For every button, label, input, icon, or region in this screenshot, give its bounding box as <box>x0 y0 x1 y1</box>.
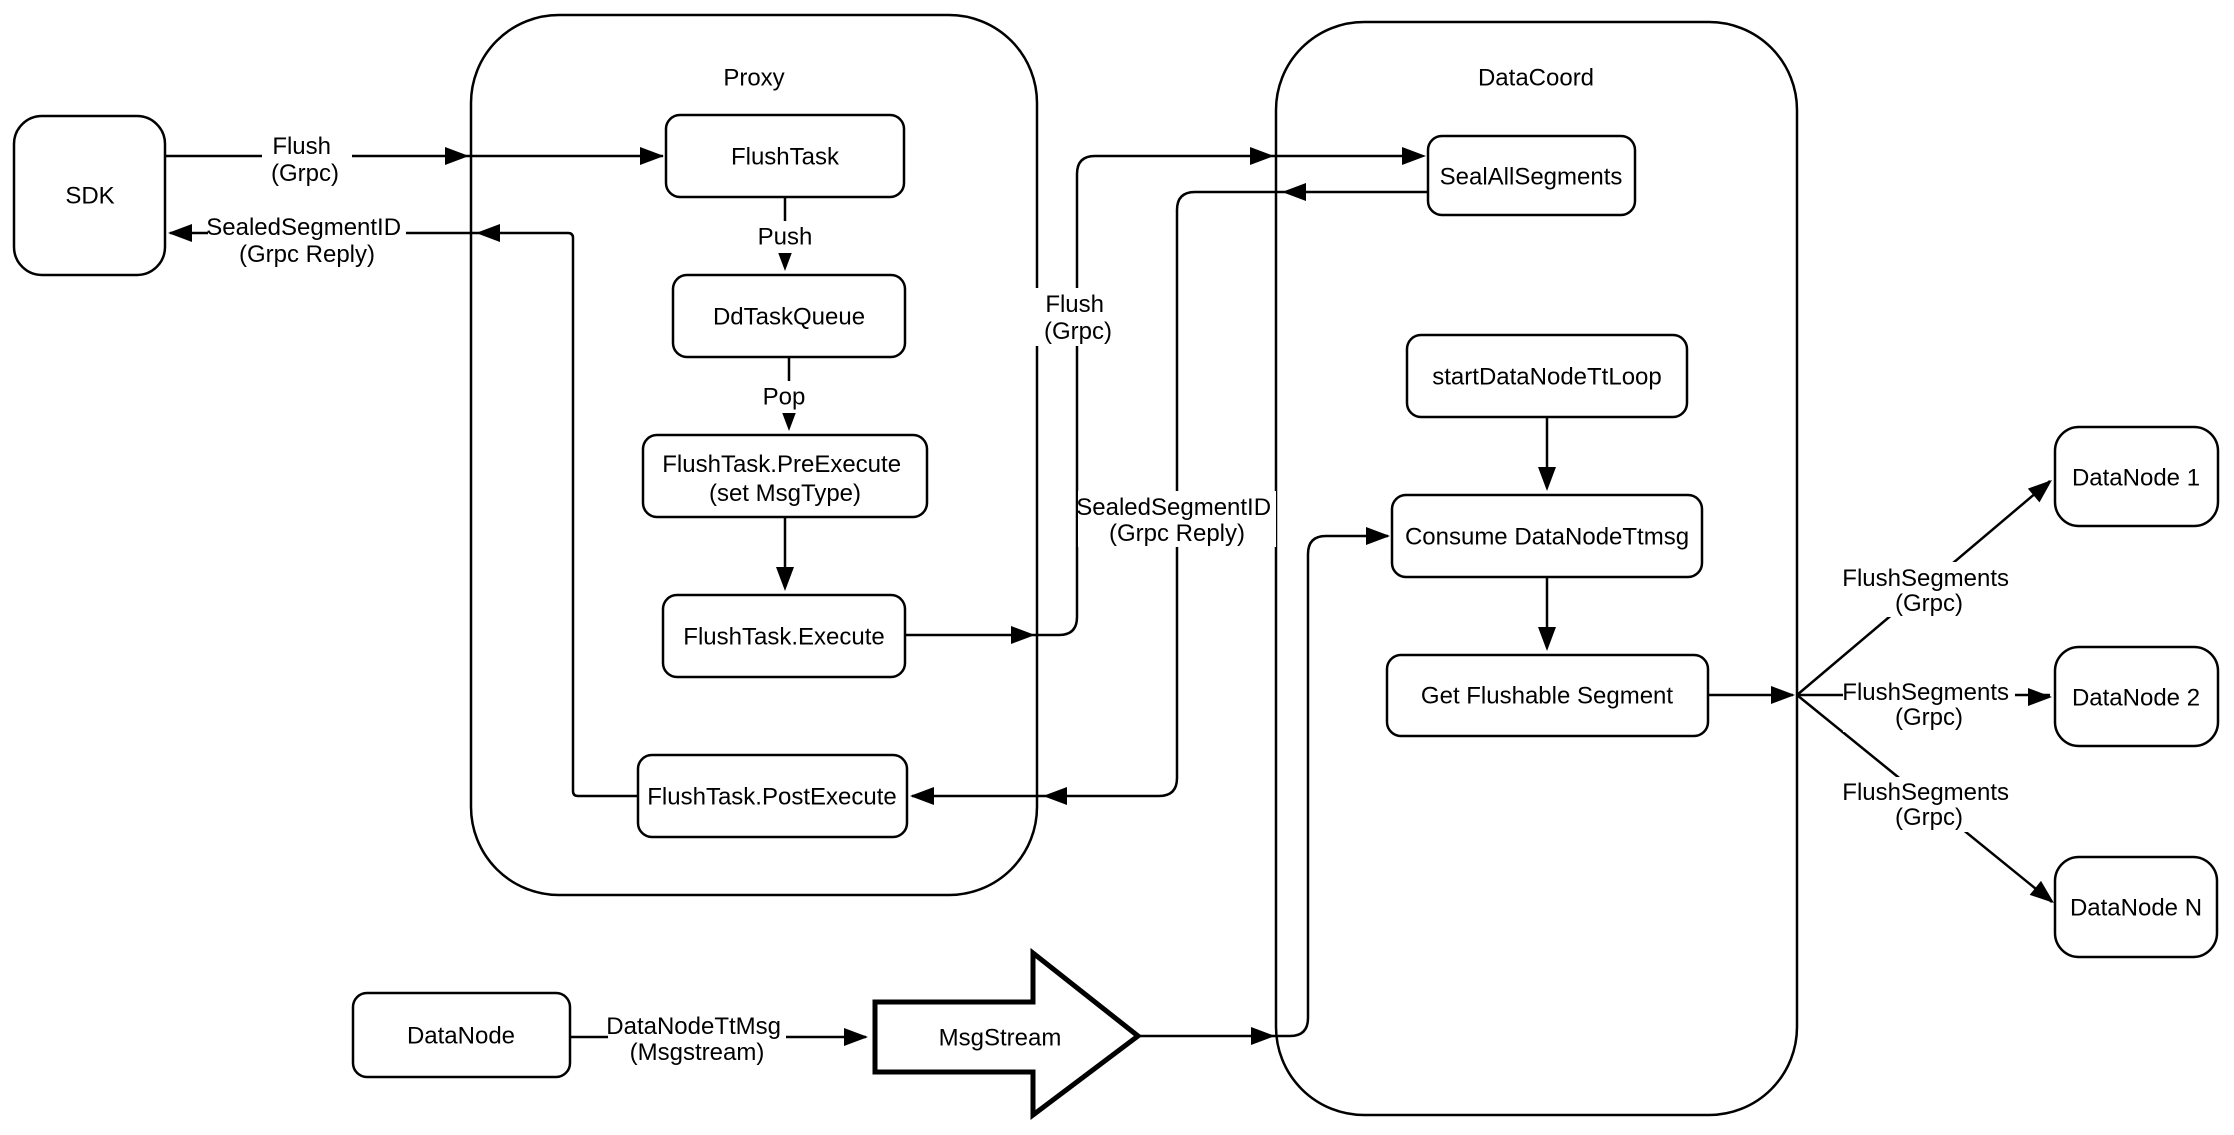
node-start-datanode-tt-loop: startDataNodeTtLoop <box>1405 333 1689 419</box>
arrowhead-icon <box>1250 147 1274 165</box>
arrowhead-icon <box>1282 183 1306 201</box>
edge-label-flush-grpc-sdk: Flush (Grpc) <box>271 133 339 187</box>
datanode-n-box <box>2053 855 2219 959</box>
node-consume-datanode-ttmsg: Consume DataNodeTtmsg <box>1390 493 1704 579</box>
arrowhead-icon <box>2029 880 2054 903</box>
edge-label-sealed-segment-id-sdk: SealedSegmentID (Grpc Reply) <box>206 214 407 268</box>
label-bg <box>1843 562 2015 617</box>
arrowhead-icon <box>1402 147 1426 165</box>
arrowhead-icon <box>1251 1027 1275 1045</box>
proxy-container-title: Proxy <box>723 65 784 92</box>
datacoord-container-title: DataCoord <box>1478 65 1594 92</box>
msgstream-label: MsgStream <box>939 1025 1062 1052</box>
datanode-label: DataNode <box>407 1023 515 1050</box>
arrowhead-icon <box>640 147 664 165</box>
node-datanode-1: DataNode 1 <box>2053 425 2220 528</box>
flush-task-pre-execute-label: FlushTask.PreExecute (set MsgType) <box>662 451 907 507</box>
seal-all-segments-label: SealAllSegments <box>1440 164 1623 191</box>
datanode-1-label: DataNode 1 <box>2072 465 2200 492</box>
label-bg <box>1078 491 1276 547</box>
node-flush-task-pre-execute: FlushTask.PreExecute (set MsgType) <box>641 433 929 519</box>
consume-datanode-ttmsg-label: Consume DataNodeTtmsg <box>1405 524 1689 551</box>
node-flush-task-post-execute: FlushTask.PostExecute <box>636 753 909 839</box>
arrowhead-icon <box>476 224 500 242</box>
node-sdk: SDK <box>12 114 167 277</box>
node-flush-task: FlushTask <box>664 113 906 199</box>
arrowhead-icon <box>844 1028 868 1046</box>
edge-label-flush-segments-3: FlushSegments (Grpc) <box>1842 779 2015 831</box>
sdk-label: SDK <box>65 183 114 210</box>
node-datanode-n: DataNode N <box>2053 855 2219 959</box>
get-flushable-segment-label: Get Flushable Segment <box>1421 683 1673 710</box>
edge-execute-to-sealallsegments <box>905 154 1422 637</box>
edge-label-flush-segments-2: FlushSegments (Grpc) <box>1842 679 2015 731</box>
edge-postexecute-to-sdk <box>170 231 638 798</box>
node-msgstream: MsgStream <box>872 947 1143 1121</box>
label-bg <box>758 381 812 413</box>
edge-label-sealed-segment-id-mid: SealedSegmentID (Grpc Reply) <box>1076 494 1277 547</box>
label-bg <box>262 130 352 187</box>
msgstream-block-arrow <box>872 947 1143 1121</box>
datanode-box <box>351 991 572 1079</box>
edge-label-push: Push <box>758 224 813 251</box>
arrowhead-icon <box>1771 686 1795 704</box>
edge-label-datanode-tt-msg: DataNodeTtMsg (Msgstream) <box>606 1013 787 1066</box>
flush-task-execute-label: FlushTask.Execute <box>683 624 884 651</box>
label-bg <box>608 1011 786 1066</box>
edge-label-pop: Pop <box>763 384 806 411</box>
arrowhead-icon <box>1043 787 1067 805</box>
node-get-flushable-segment: Get Flushable Segment <box>1385 653 1710 738</box>
datanode-1-box <box>2053 425 2220 528</box>
datanode-n-label: DataNode N <box>2070 895 2202 922</box>
arrowhead-icon <box>1011 626 1035 644</box>
edge-msgstream-to-consume <box>1138 534 1388 1038</box>
label-bg <box>1843 777 2015 832</box>
datanode-2-label: DataNode 2 <box>2072 685 2200 712</box>
edge-label-flush-grpc-mid: Flush (Grpc) <box>1044 291 1112 345</box>
datanode-2-box <box>2053 645 2220 748</box>
label-bg <box>751 221 819 253</box>
arrowhead-icon <box>1538 627 1556 651</box>
arrowhead-icon <box>776 567 794 591</box>
arrowhead-icon <box>168 224 192 242</box>
seal-all-segments-box <box>1426 134 1637 217</box>
flush-task-label: FlushTask <box>731 144 840 171</box>
arrowheads <box>168 147 2054 1046</box>
arrowhead-icon <box>2028 688 2052 706</box>
arrowhead-icon <box>445 147 469 165</box>
arrowhead-icon <box>2027 480 2052 503</box>
label-bg <box>208 211 406 268</box>
sdk-box <box>12 114 167 277</box>
flush-task-post-execute-label: FlushTask.PostExecute <box>647 784 896 811</box>
label-bg <box>1032 288 1124 346</box>
node-flush-task-execute: FlushTask.Execute <box>661 593 907 679</box>
node-datanode-2: DataNode 2 <box>2053 645 2220 748</box>
node-seal-all-segments: SealAllSegments <box>1426 134 1637 217</box>
node-dd-task-queue: DdTaskQueue <box>671 273 907 359</box>
dd-task-queue-label: DdTaskQueue <box>713 304 865 331</box>
arrowhead-icon <box>1366 527 1390 545</box>
edge-label-backgrounds <box>208 130 2015 1066</box>
start-datanode-tt-loop-label: startDataNodeTtLoop <box>1432 364 1661 391</box>
node-datanode: DataNode <box>351 991 572 1079</box>
label-bg <box>1843 677 2015 732</box>
edge-label-flush-segments-1: FlushSegments (Grpc) <box>1842 565 2015 617</box>
arrowhead-icon <box>1538 467 1556 491</box>
edge-labels: Flush (Grpc) SealedSegmentID (Grpc Reply… <box>206 133 2015 1066</box>
arrowhead-icon <box>910 787 934 805</box>
